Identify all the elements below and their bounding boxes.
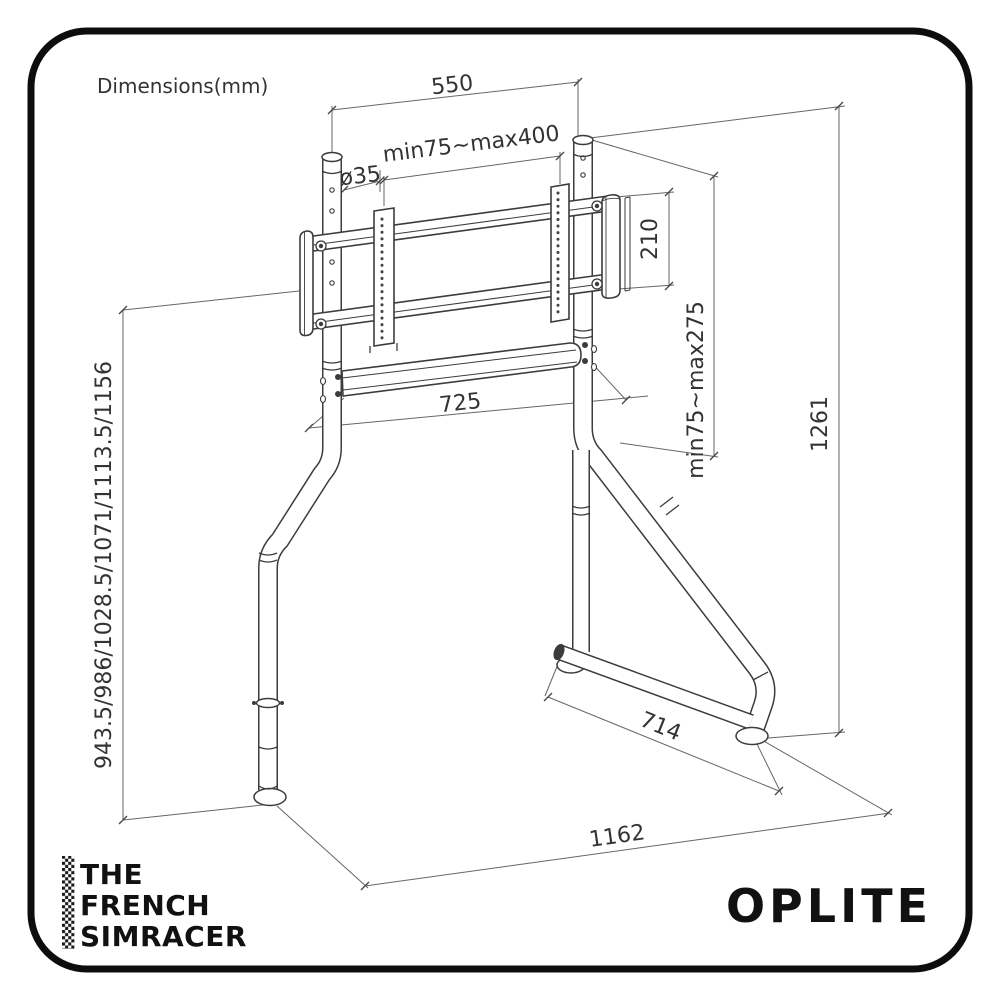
dim-vesa-height-label: 210 [638,218,663,260]
dim-height-adjust-label: min75~max275 [684,301,709,479]
dim-total-height-label: 1261 [808,396,833,452]
brand-line-1: THE [80,858,143,891]
front-left-foot [253,787,287,807]
brand-line-3: SIMRACER [80,920,247,953]
left-pole-cap [321,151,343,163]
dim-pole-diameter-label: ø35 [338,162,382,192]
dimension-ticks [118,77,893,891]
rounded-border [27,27,973,973]
crossbar [341,342,582,397]
pole-details [319,155,598,404]
left-brand-logo: THE FRENCH SIMRACER [62,856,247,953]
oplite-logo: OPLITE [726,879,932,933]
checkered-flag-graphic [62,856,75,949]
dim-height-options-label: 943.5/986/1028.5/1071/1113.5/1156 [92,361,117,769]
tube-joints [258,328,769,750]
diagram-title: Dimensions(mm) [97,74,268,98]
rear-right-foot [735,726,769,746]
dim-crossbar-length-label: 725 [438,389,483,419]
left-end-plate [299,230,314,337]
right-end-plate [601,194,621,299]
height-clamp-ring [255,697,281,709]
left-vesa-strip [373,207,395,347]
bar-end-cap [553,643,565,661]
right-pole-cap [572,134,594,146]
rail-bolts [315,200,603,330]
brand-line-2: FRENCH [80,889,210,922]
dim-top-width-label: 550 [430,71,475,101]
dimension-lines [122,79,893,889]
vesa-bracket [299,183,631,353]
right-vesa-strip [550,183,570,323]
stand-tubes [252,134,776,807]
